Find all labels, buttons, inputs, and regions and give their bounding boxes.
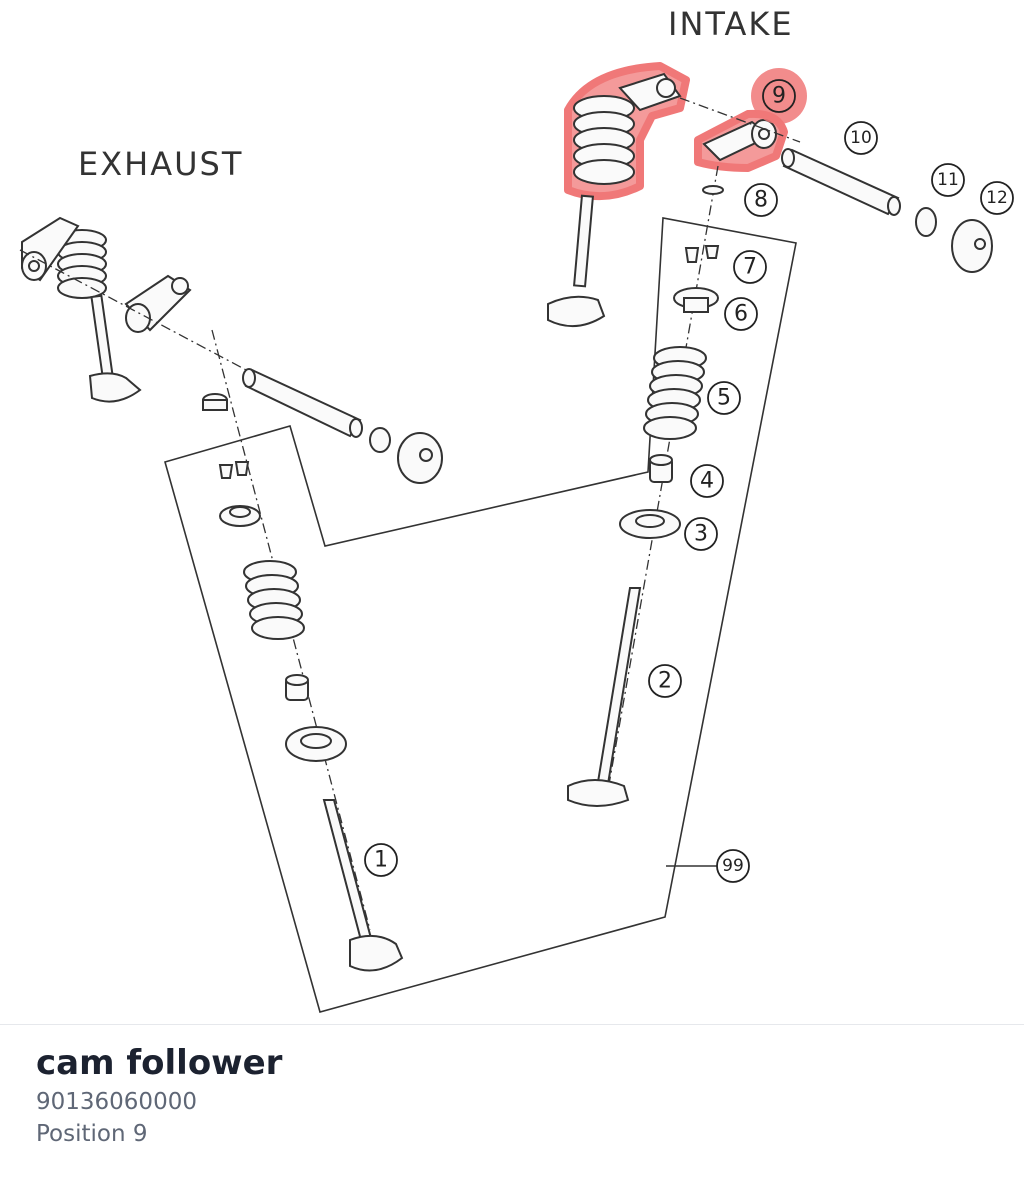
svg-text:10: 10 (850, 128, 872, 148)
svg-text:12: 12 (986, 188, 1008, 208)
callout-1[interactable]: 1 (364, 843, 398, 877)
svg-text:1: 1 (374, 848, 388, 873)
exhaust-stack-axis (211, 329, 371, 931)
intake-axis-line (679, 97, 801, 143)
intake-shaft-plug (951, 219, 993, 273)
part-info-panel: cam follower 90136060000 Position 9 (36, 1040, 282, 1150)
svg-text:9: 9 (772, 84, 786, 109)
svg-text:3: 3 (694, 522, 708, 547)
kit-outline (164, 217, 797, 1013)
callout-2[interactable]: 2 (648, 664, 682, 698)
exhaust-cam-follower (124, 274, 192, 333)
svg-text:4: 4 (700, 469, 714, 494)
svg-text:6: 6 (734, 302, 748, 327)
callout-8[interactable]: 8 (744, 183, 778, 217)
exhaust-rocker-arm (21, 216, 80, 282)
intake-shim (702, 185, 724, 195)
exploded-valve-diagram: EXHAUST INTAKE (19, 5, 1014, 1013)
intake-valve (567, 587, 642, 807)
exhaust-valve-spring (243, 560, 305, 640)
svg-text:11: 11 (937, 170, 959, 190)
callout-4[interactable]: 4 (690, 464, 724, 498)
callout-99[interactable]: 99 (716, 849, 750, 883)
callout-9[interactable]: 9 (762, 79, 796, 113)
intake-valve-upper (547, 194, 606, 327)
exhaust-heading: EXHAUST (78, 145, 243, 183)
exhaust-shaft-washer (369, 427, 391, 453)
svg-text:7: 7 (743, 255, 757, 280)
callout-7[interactable]: 7 (733, 250, 767, 284)
intake-valve-spring (643, 346, 707, 440)
intake-stack-axis (607, 165, 719, 791)
cam-follower[interactable] (702, 119, 777, 162)
intake-heading: INTAKE (668, 5, 794, 43)
exhaust-valve (322, 799, 404, 972)
exhaust-axis-line (19, 249, 251, 373)
svg-text:99: 99 (722, 856, 744, 876)
intake-spring-seat (619, 509, 681, 539)
part-name: cam follower (36, 1043, 283, 1083)
callout-12[interactable]: 12 (980, 181, 1014, 215)
callout-10[interactable]: 10 (844, 121, 878, 155)
exhaust-valve-seal (285, 674, 309, 701)
exhaust-assembly (19, 216, 443, 972)
svg-text:5: 5 (717, 386, 731, 411)
callout-5[interactable]: 5 (707, 381, 741, 415)
divider (0, 1024, 1024, 1025)
highlight-callout-9 (751, 68, 807, 124)
intake-assembly (547, 62, 993, 807)
part-position: Position 9 (36, 1121, 148, 1147)
intake-shaft-washer (915, 207, 937, 237)
intake-rocker-arm (573, 72, 682, 185)
callout-6[interactable]: 6 (724, 297, 758, 331)
intake-valve-keepers (684, 245, 720, 263)
intake-rocker-shaft (781, 148, 901, 216)
intake-spring-retainer (673, 287, 719, 313)
exhaust-shim (202, 393, 228, 411)
exhaust-shaft-plug (397, 432, 443, 484)
callout-3[interactable]: 3 (684, 517, 718, 551)
exhaust-upper-spring (57, 229, 107, 299)
exhaust-valve-upper (88, 294, 142, 403)
part-number: 90136060000 (36, 1089, 197, 1115)
exhaust-valve-keepers (218, 461, 250, 479)
exhaust-rocker-shaft (242, 368, 363, 438)
intake-valve-seal (649, 454, 673, 483)
svg-text:8: 8 (754, 188, 768, 213)
svg-text:2: 2 (658, 669, 672, 694)
callout-11[interactable]: 11 (931, 163, 965, 197)
exhaust-spring-retainer (219, 505, 261, 527)
exhaust-spring-seat (285, 726, 347, 762)
